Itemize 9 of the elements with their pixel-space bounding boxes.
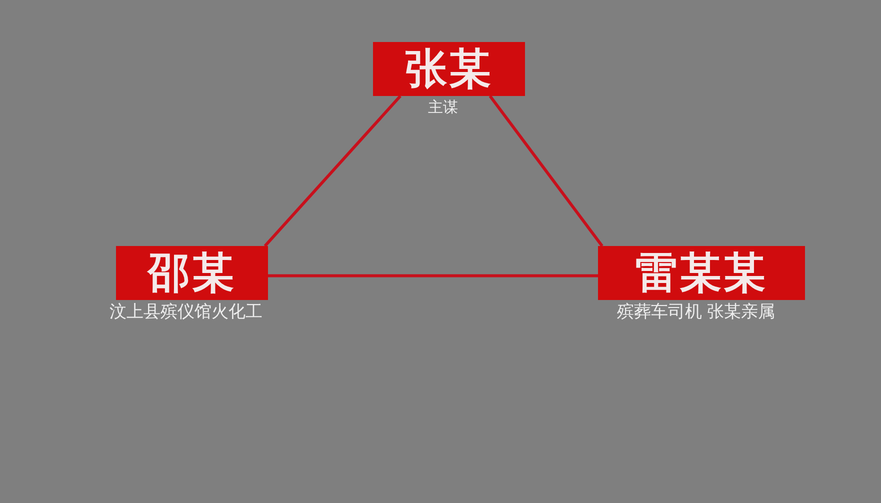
connector-line	[488, 95, 604, 247]
role-caption: 殡葬车司机 张某亲属	[616, 301, 776, 323]
connector-line	[264, 95, 402, 247]
name-label: 邵某	[116, 246, 268, 300]
name-label: 雷某某	[598, 246, 805, 300]
role-caption: 汶上县殡仪馆火化工	[110, 301, 262, 323]
role-caption: 主谋	[428, 98, 458, 117]
connector-line	[268, 274, 598, 278]
name-label: 张某	[373, 42, 525, 96]
